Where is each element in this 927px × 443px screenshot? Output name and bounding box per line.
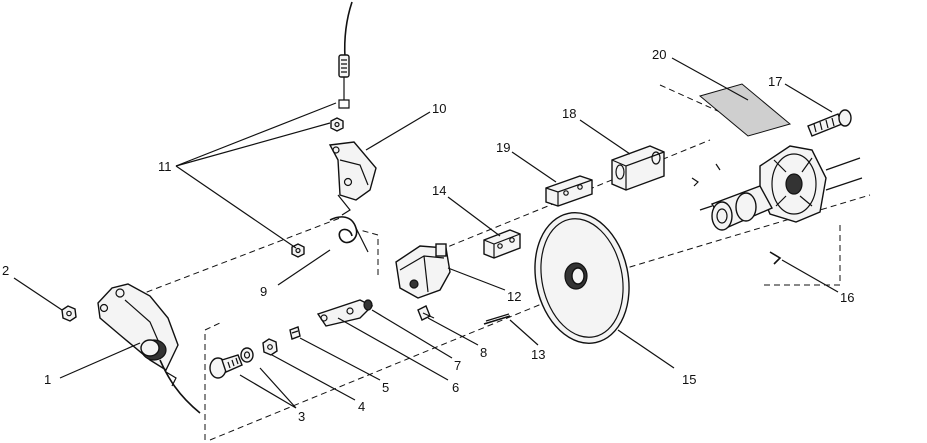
sheave-disc-15 [534, 212, 630, 344]
nut-2 [61, 305, 77, 322]
clip-16 [769, 251, 782, 265]
block-14 [483, 229, 521, 259]
bolt-3 [209, 354, 243, 379]
callout-5: 5 [382, 380, 389, 395]
leader-lines [13, 57, 839, 409]
callout-16: 16 [840, 290, 854, 305]
callout-17: 17 [768, 74, 782, 89]
throttle-cable [338, 1, 353, 109]
callout-1: 1 [44, 372, 51, 387]
callout-4: 4 [358, 399, 365, 414]
callout-11: 11 [158, 159, 172, 174]
spring-9 [329, 216, 369, 253]
washer-3 [240, 347, 254, 363]
clip-5 [289, 326, 301, 340]
assembly-axis-lines [99, 84, 871, 441]
callout-20: 20 [652, 47, 666, 62]
callout-19: 19 [496, 140, 510, 155]
callout-labels: 1 2 3 4 5 6 7 8 9 10 11 12 13 14 15 16 1… [2, 47, 854, 424]
actuator-12 [395, 243, 451, 299]
block-19 [545, 175, 593, 207]
callout-8: 8 [480, 345, 487, 360]
nut-11-upper [330, 117, 344, 132]
callout-7: 7 [454, 358, 461, 373]
decal-20 [698, 83, 792, 137]
callout-15: 15 [682, 372, 696, 387]
callout-13: 13 [531, 347, 545, 362]
bolt-17 [807, 109, 852, 137]
pin-8 [417, 305, 435, 321]
bracket-10 [328, 141, 377, 216]
retainer-mark [691, 163, 721, 187]
link-arm-6 [316, 299, 374, 327]
callout-2: 2 [2, 263, 9, 278]
callout-6: 6 [452, 380, 459, 395]
roll-pin-13 [483, 313, 511, 325]
callout-18: 18 [562, 106, 576, 121]
hub-assembly-16 [699, 145, 863, 231]
callout-14: 14 [432, 183, 446, 198]
callout-9: 9 [260, 284, 267, 299]
nut-4 [262, 338, 278, 356]
block-18 [611, 145, 665, 191]
callout-10: 10 [432, 101, 446, 116]
lever-plate-1 [97, 283, 201, 414]
callout-3: 3 [298, 409, 305, 424]
callout-12: 12 [507, 289, 521, 304]
